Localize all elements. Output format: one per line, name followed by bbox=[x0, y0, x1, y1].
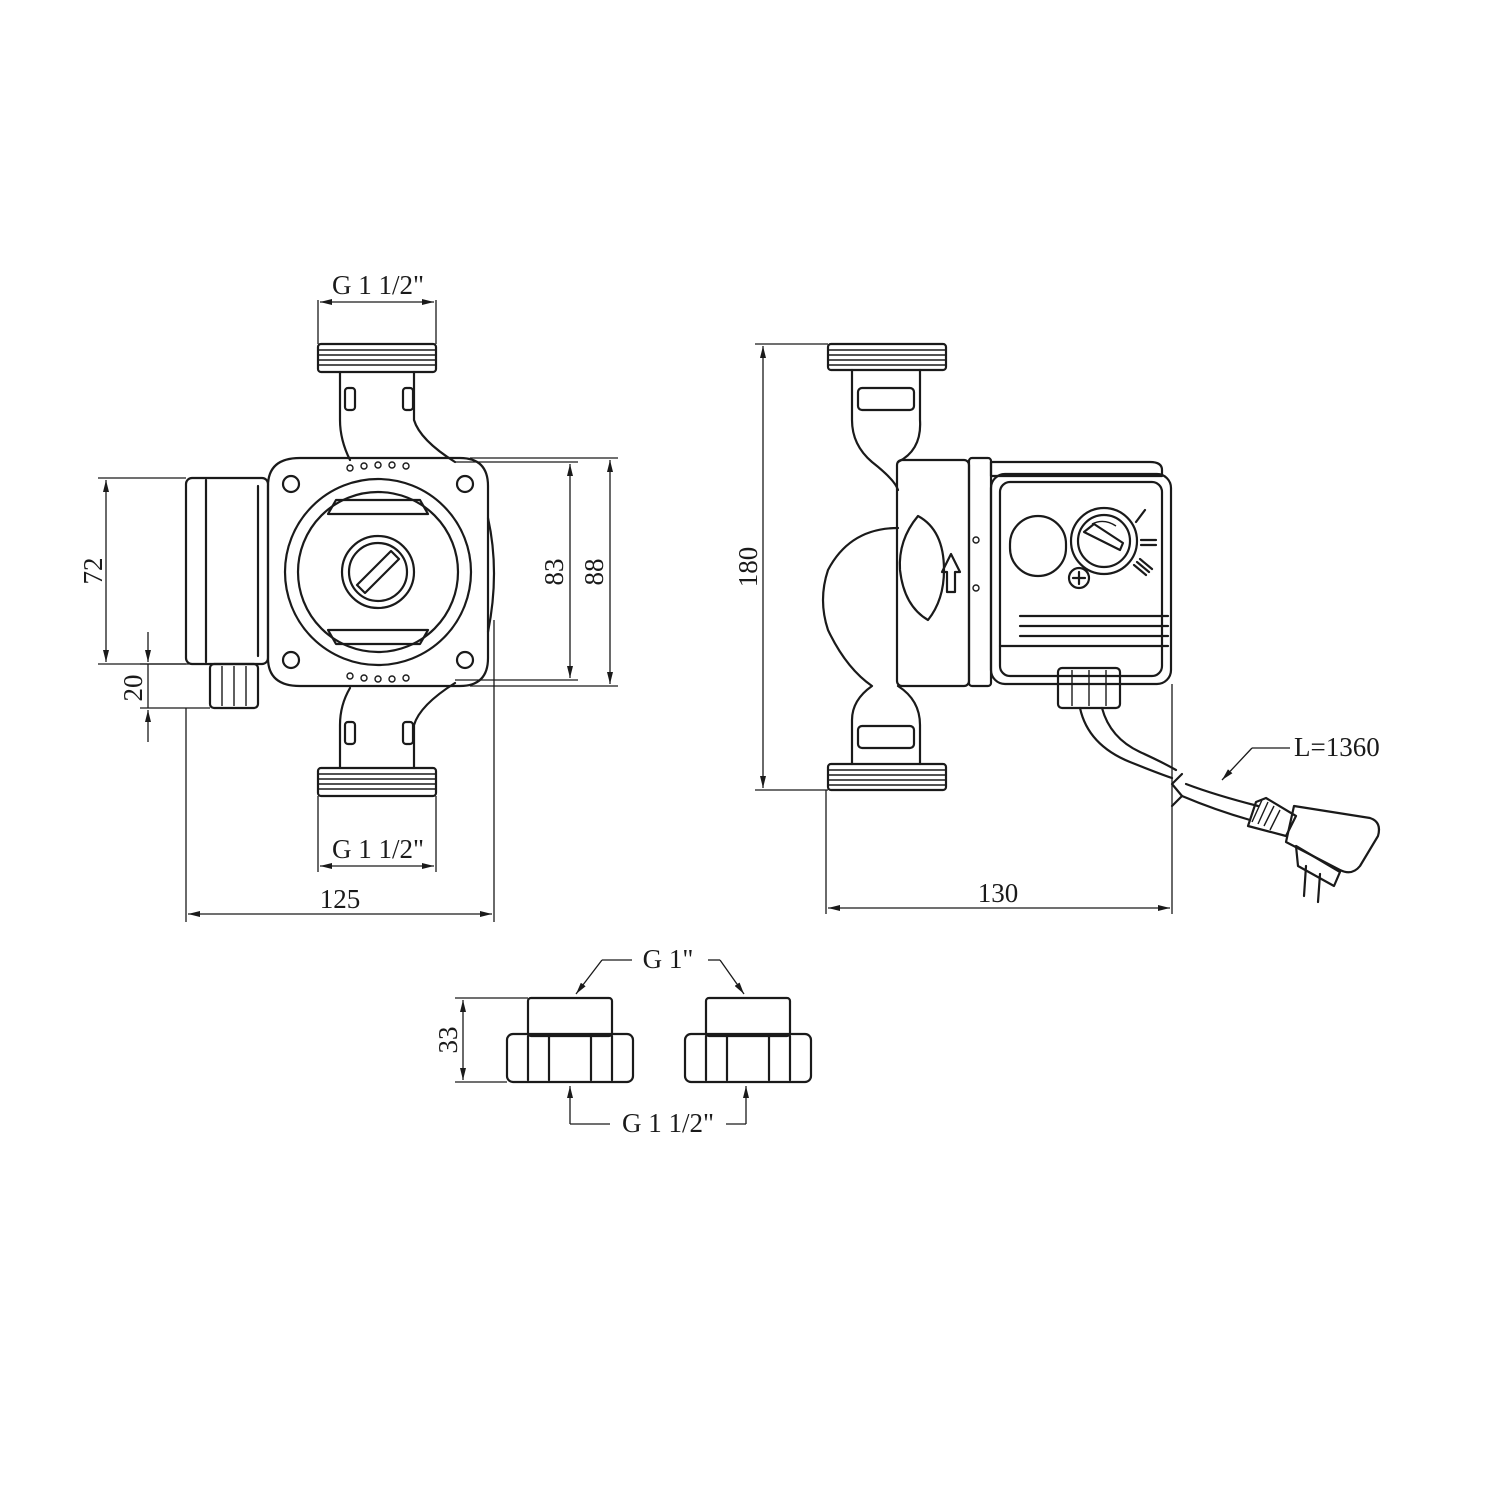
front-terminal-stub bbox=[208, 662, 260, 710]
side-control-box bbox=[989, 460, 1173, 686]
dim-motor-height: 72 bbox=[78, 477, 186, 665]
control-box-vents bbox=[998, 614, 1170, 648]
dim-terminal-height: 20 bbox=[118, 632, 210, 742]
screw-icon bbox=[1067, 566, 1091, 590]
side-top-thread bbox=[826, 342, 948, 372]
label-side-height: 180 bbox=[733, 547, 763, 588]
fitting-left bbox=[505, 996, 635, 1084]
label-fitting-bottom-thread: G 1 1/2" bbox=[622, 1108, 714, 1138]
dim-flange: 83 88 bbox=[455, 457, 618, 687]
front-housing-ribs bbox=[346, 461, 410, 683]
dim-side-width: 130 bbox=[825, 684, 1173, 914]
fittings-view: 33 G 1" G 1 1/2" bbox=[433, 944, 813, 1138]
label-fitting-top-thread: G 1" bbox=[643, 944, 694, 974]
label-front-width: 125 bbox=[320, 884, 361, 914]
dim-side-height: 180 bbox=[733, 343, 828, 791]
label-motor-height: 72 bbox=[78, 558, 108, 585]
label-front-bottom-thread: G 1 1/2" bbox=[332, 834, 424, 864]
dim-cable-length: L=1360 bbox=[1221, 732, 1380, 781]
side-bottom-thread bbox=[826, 762, 948, 792]
dim-fitting-top-thread: G 1" bbox=[575, 944, 745, 995]
front-impeller-cap bbox=[340, 534, 416, 610]
schuko-plug-icon bbox=[1246, 796, 1381, 904]
fitting-right bbox=[683, 996, 813, 1084]
label-flange-inner: 83 bbox=[539, 559, 569, 586]
dim-front-top-thread: G 1 1/2" bbox=[317, 270, 437, 344]
dim-fitting-height: 33 bbox=[433, 997, 528, 1083]
label-fitting-height: 33 bbox=[433, 1027, 463, 1054]
label-cable-length: L=1360 bbox=[1294, 732, 1380, 762]
front-top-thread bbox=[316, 342, 438, 374]
label-flange-outer: 88 bbox=[579, 559, 609, 586]
front-motor-block bbox=[184, 476, 270, 666]
flow-arrow-up-icon bbox=[940, 552, 962, 594]
dim-fitting-bottom-thread: G 1 1/2" bbox=[567, 1086, 749, 1138]
front-bottom-pipe bbox=[316, 681, 457, 798]
side-pump-body bbox=[821, 368, 993, 766]
speed-selector-dial-icon bbox=[1069, 506, 1158, 577]
front-top-pipe bbox=[316, 342, 457, 464]
front-flange-housing bbox=[266, 456, 496, 688]
dim-front-width: 125 bbox=[185, 620, 495, 922]
side-view: 180 130 L=1360 bbox=[733, 342, 1381, 914]
label-terminal-height: 20 bbox=[118, 675, 148, 702]
power-cable bbox=[1078, 706, 1260, 822]
front-bottom-thread bbox=[316, 766, 438, 798]
dim-front-bottom-thread: G 1 1/2" bbox=[317, 796, 437, 872]
cable-gland bbox=[1056, 666, 1122, 710]
front-view: G 1 1/2" G 1 1/2" 125 72 bbox=[78, 270, 618, 922]
label-side-width: 130 bbox=[978, 878, 1019, 908]
label-front-top-thread: G 1 1/2" bbox=[332, 270, 424, 300]
